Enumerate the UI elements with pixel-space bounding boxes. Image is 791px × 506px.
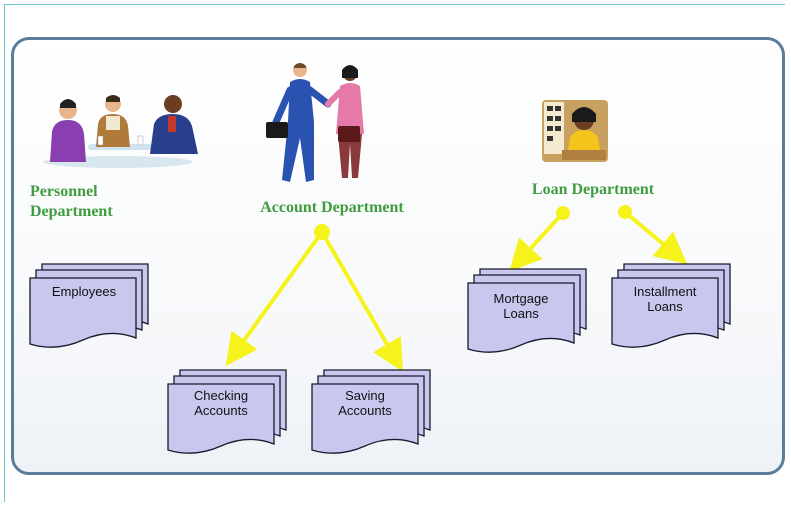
employees-document-stack-icon [29, 263, 149, 348]
installment-loans-document-label: Installment Loans [612, 284, 718, 314]
arrow-to-installment [623, 210, 688, 265]
checking-label-line2: Accounts [194, 403, 248, 418]
personnel-department-label: Personnel Department [30, 182, 150, 222]
mortgage-label-line1: Mortgage [493, 291, 549, 306]
saving-accounts-document: Saving Accounts [310, 368, 435, 460]
employees-document: Employees [28, 262, 153, 354]
outer-frame [4, 4, 785, 502]
mortgage-loans-document: Mortgage Loans [466, 267, 591, 359]
saving-label-line1: Saving [345, 388, 385, 403]
installment-loans-document: Installment Loans [610, 262, 735, 354]
installment-loans-document-stack-icon [611, 263, 731, 348]
arrow-to-mortgage [509, 211, 565, 272]
arrow-to-saving [320, 230, 404, 372]
saving-label-line2: Accounts [338, 403, 392, 418]
meeting-people-icon [43, 95, 198, 168]
account-department-label: Account Department [260, 199, 404, 216]
checking-accounts-document-label: Checking Accounts [168, 388, 274, 418]
saving-accounts-document-label: Saving Accounts [312, 388, 418, 418]
personnel-label-line1: Personnel [30, 183, 98, 200]
loan-officer-icon [542, 100, 608, 162]
installment-label-line2: Loans [647, 299, 683, 314]
account-arrows [225, 224, 404, 372]
employees-label-line1: Employees [51, 284, 117, 299]
checking-accounts-document-stack-icon [167, 369, 287, 454]
loan-department-label: Loan Department [531, 181, 655, 198]
checking-label-line1: Checking [193, 388, 249, 403]
installment-label-line1: Installment [633, 284, 697, 299]
personnel-label-line2: Department [30, 203, 113, 220]
employees-document-label: Employees [32, 284, 136, 299]
arrow-to-checking [225, 230, 324, 366]
mortgage-label-line2: Loans [503, 306, 539, 321]
checking-accounts-document: Checking Accounts [166, 368, 291, 460]
mortgage-loans-document-stack-icon [467, 268, 587, 353]
handshake-people-icon [266, 63, 364, 182]
loan-arrows [509, 205, 688, 272]
mortgage-loans-document-label: Mortgage Loans [468, 291, 574, 321]
saving-accounts-document-stack-icon [311, 369, 431, 454]
